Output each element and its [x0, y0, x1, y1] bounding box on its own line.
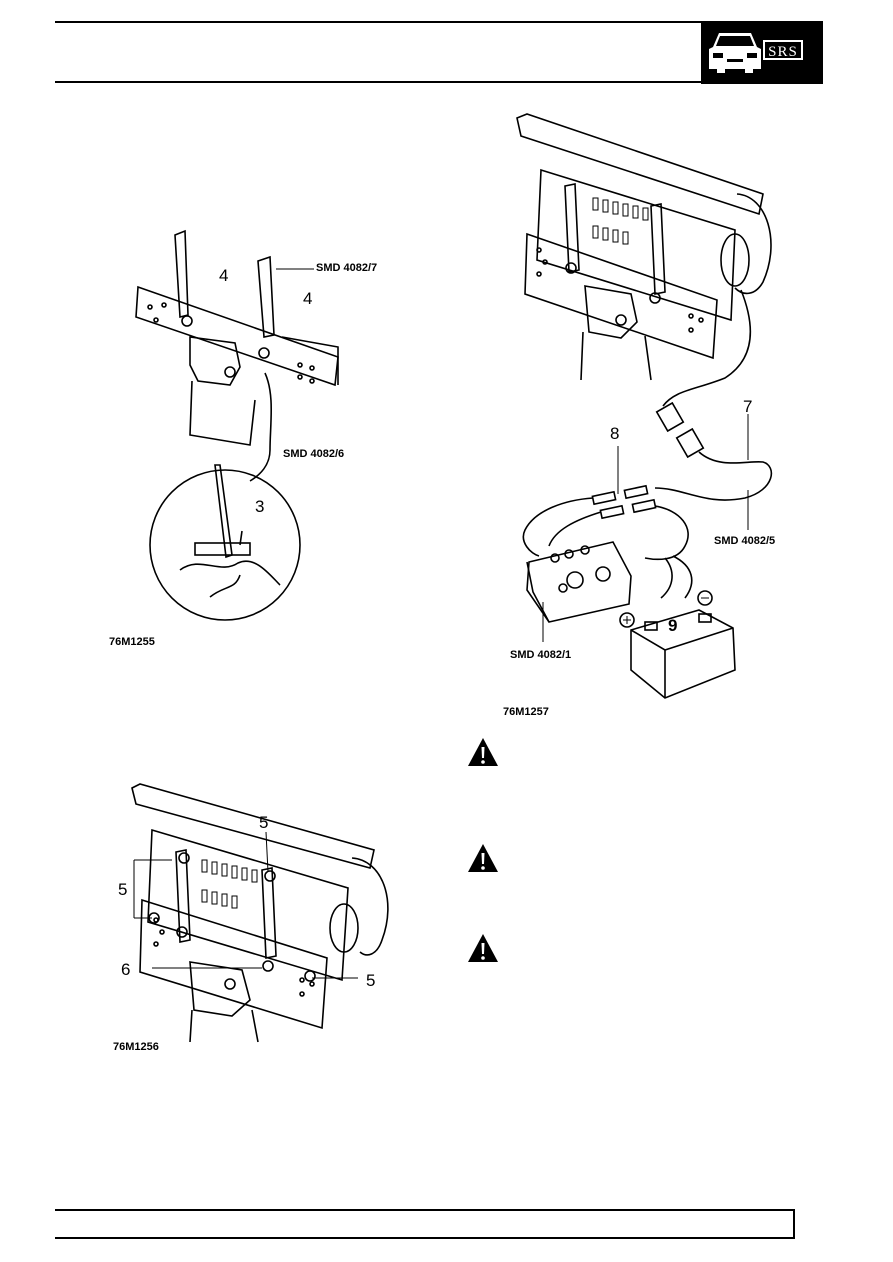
callout-5-right: 5	[366, 971, 376, 990]
figure-caption-76m1257: 76M1257	[503, 706, 549, 718]
figure-76m1257-drawing	[516, 113, 773, 699]
car-front-icon	[709, 33, 761, 73]
tool-label-smd-4082-7: SMD 4082/7	[316, 262, 378, 274]
tool-label-smd-4082-6: SMD 4082/6	[283, 448, 345, 460]
callout-9: 9	[668, 616, 678, 635]
callout-7: 7	[743, 397, 753, 416]
callout-4-right: 4	[303, 289, 313, 308]
warning-triangle-icon	[468, 844, 498, 872]
callout-6: 6	[121, 960, 131, 979]
callout-4-left: 4	[219, 266, 229, 285]
figure-caption-76m1255: 76M1255	[109, 636, 155, 648]
footer-box	[55, 1209, 795, 1239]
srs-label: SRS	[763, 40, 803, 60]
leader-line-smd-4082-7	[276, 268, 314, 270]
header-top-rule	[55, 21, 701, 23]
figure-76m1256-drawing	[131, 783, 389, 1043]
figure-caption-76m1256: 76M1256	[113, 1041, 159, 1053]
tool-label-smd-4082-1: SMD 4082/1	[510, 649, 572, 661]
tool-label-smd-4082-5: SMD 4082/5	[714, 535, 776, 547]
header-bottom-rule	[55, 81, 701, 83]
callout-8: 8	[610, 424, 620, 443]
warning-triangle-icon	[468, 738, 498, 766]
callout-5-left: 5	[118, 880, 128, 899]
callout-3: 3	[255, 497, 265, 516]
srs-badge: SRS	[701, 21, 823, 84]
callout-5-top: 5	[259, 813, 269, 832]
figure-76m1255-drawing	[135, 229, 339, 621]
warning-triangle-icon	[468, 934, 498, 962]
